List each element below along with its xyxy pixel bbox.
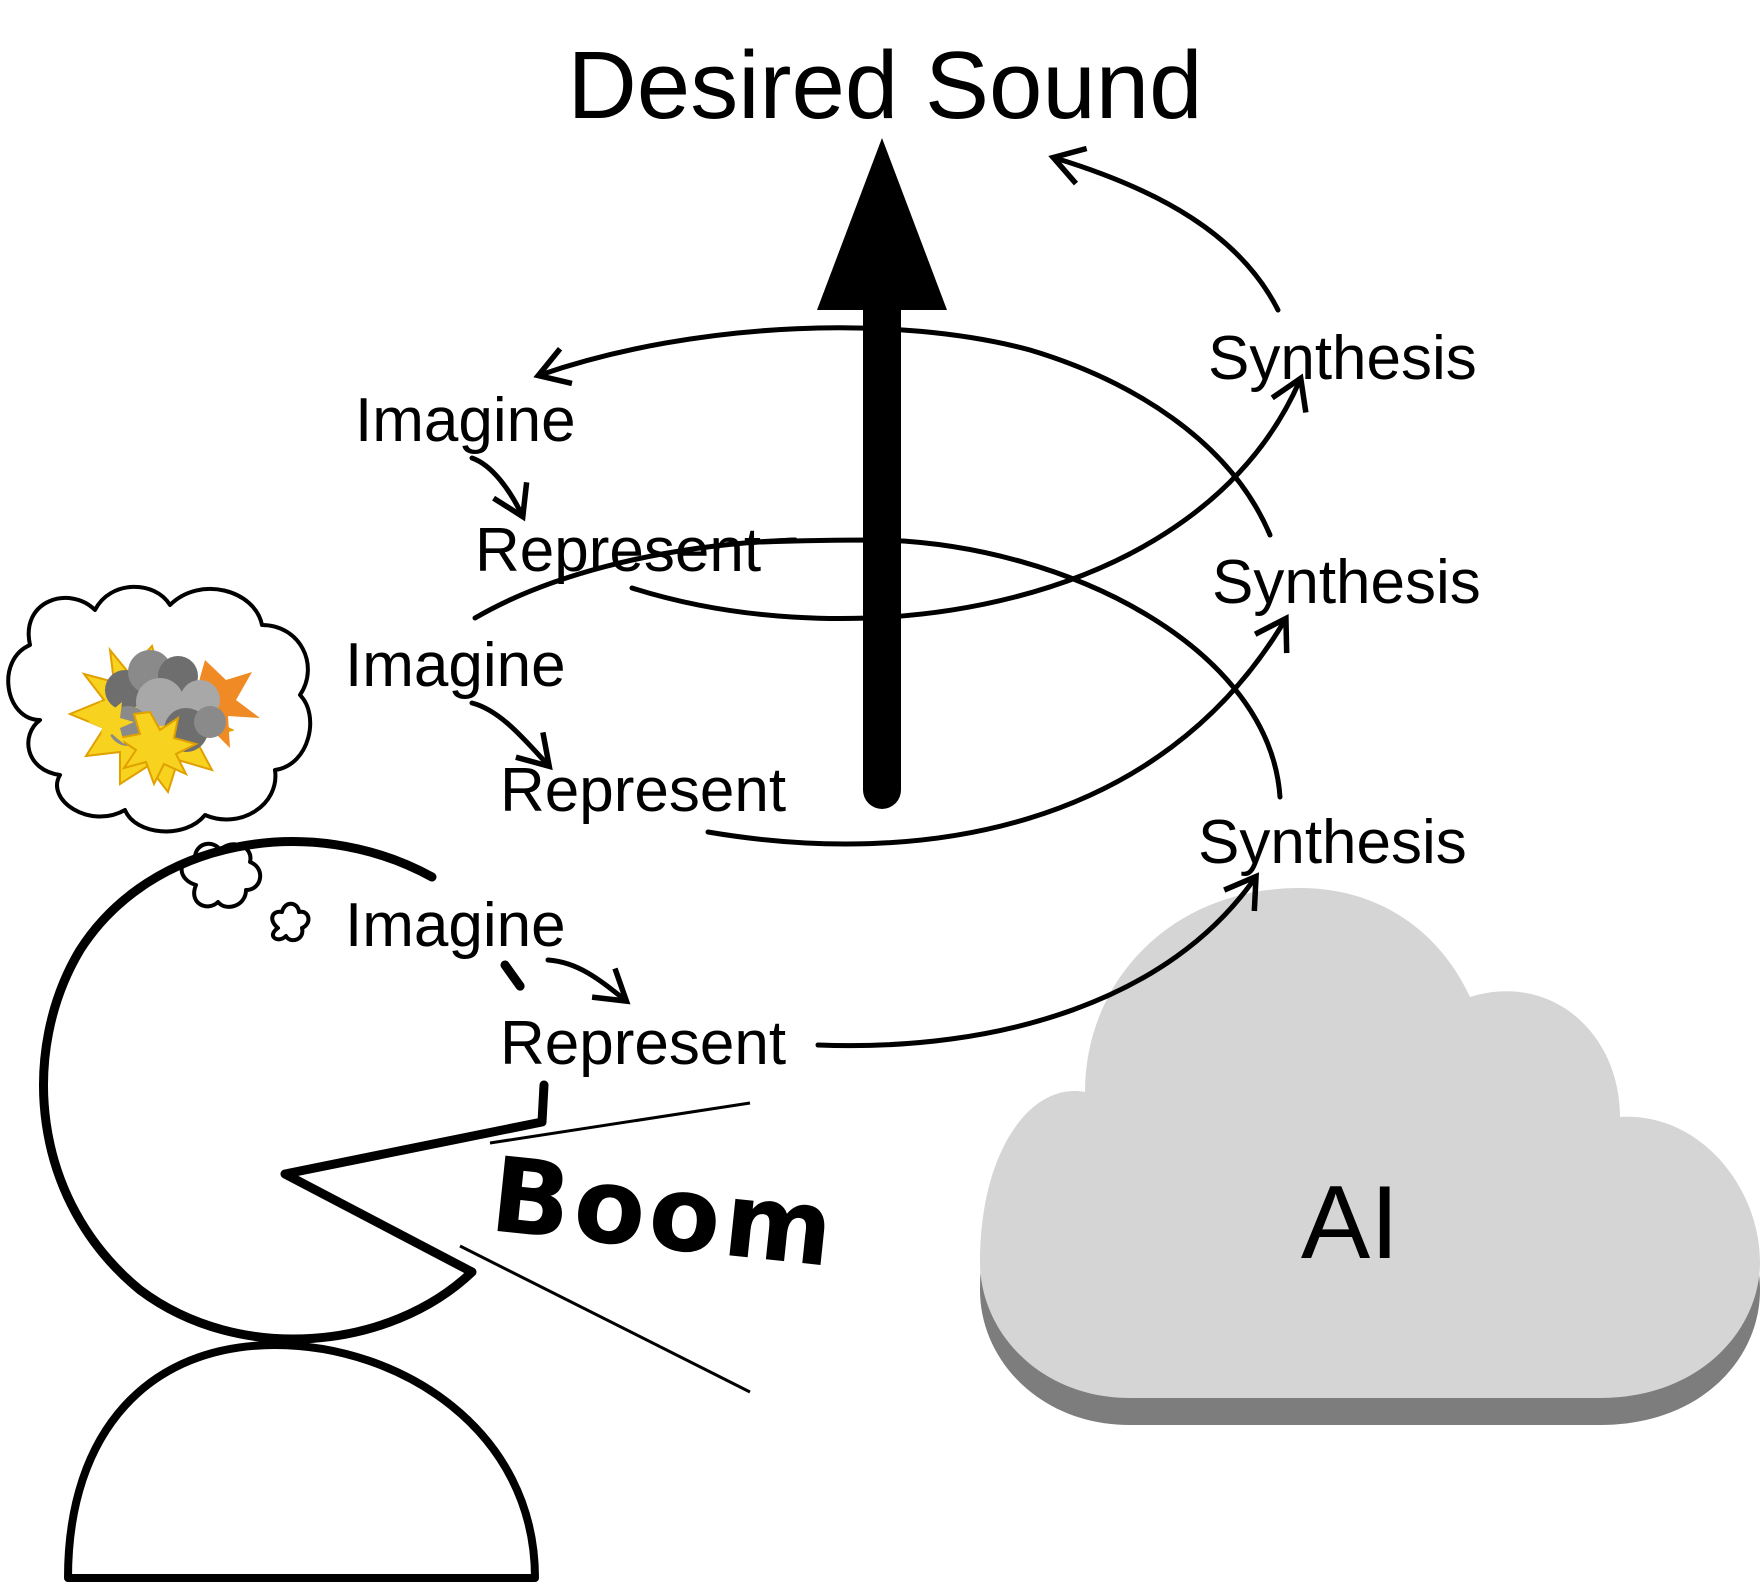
label-imagine-1: Imagine xyxy=(355,386,576,455)
thought-bubble-small xyxy=(270,901,311,943)
arrow-represent3-to-synthesis3 xyxy=(815,872,1260,1049)
loop-synthesis2-to-imagine1 xyxy=(533,325,1273,538)
thought-link-dashes xyxy=(500,960,535,1005)
sound-line-lower xyxy=(459,1244,751,1394)
title-desired-sound: Desired Sound xyxy=(567,32,1202,139)
label-imagine-2: Imagine xyxy=(345,631,566,700)
arrow-imagine2-to-represent2 xyxy=(469,700,553,771)
thought-bubble-medium xyxy=(179,841,262,909)
ai-label: AI xyxy=(1301,1165,1399,1281)
person-head xyxy=(39,837,549,1344)
loop-behind-segment-2 xyxy=(472,537,798,621)
explosion-icon xyxy=(67,643,260,795)
label-synthesis-1: Synthesis xyxy=(1208,324,1477,393)
label-synthesis-2: Synthesis xyxy=(1212,548,1481,617)
arrow-represent2-to-synthesis2 xyxy=(705,613,1290,847)
label-represent-3: Represent xyxy=(500,1009,786,1078)
ai-cloud-body xyxy=(980,888,1760,1398)
label-represent-1: Represent xyxy=(475,516,761,585)
label-synthesis-3: Synthesis xyxy=(1198,808,1467,877)
label-represent-2: Represent xyxy=(500,756,786,825)
arrow-synthesis1-to-desired-sound xyxy=(1048,145,1281,313)
boom-text: Boom xyxy=(485,1134,842,1292)
arrow-imagine3-to-represent3 xyxy=(545,957,631,1005)
ai-cloud: AI xyxy=(980,888,1760,1425)
person-shoulders xyxy=(64,1341,539,1582)
loop-synthesis3-to-imagine2 xyxy=(752,537,1283,800)
desired-sound-arrow xyxy=(817,138,947,809)
sound-line-upper xyxy=(489,1101,751,1145)
arrow-represent1-to-synthesis1 xyxy=(629,373,1309,622)
arrow-imagine1-to-represent1 xyxy=(469,455,530,522)
thought-bubble-large xyxy=(6,584,313,834)
label-imagine-3: Imagine xyxy=(345,891,566,960)
